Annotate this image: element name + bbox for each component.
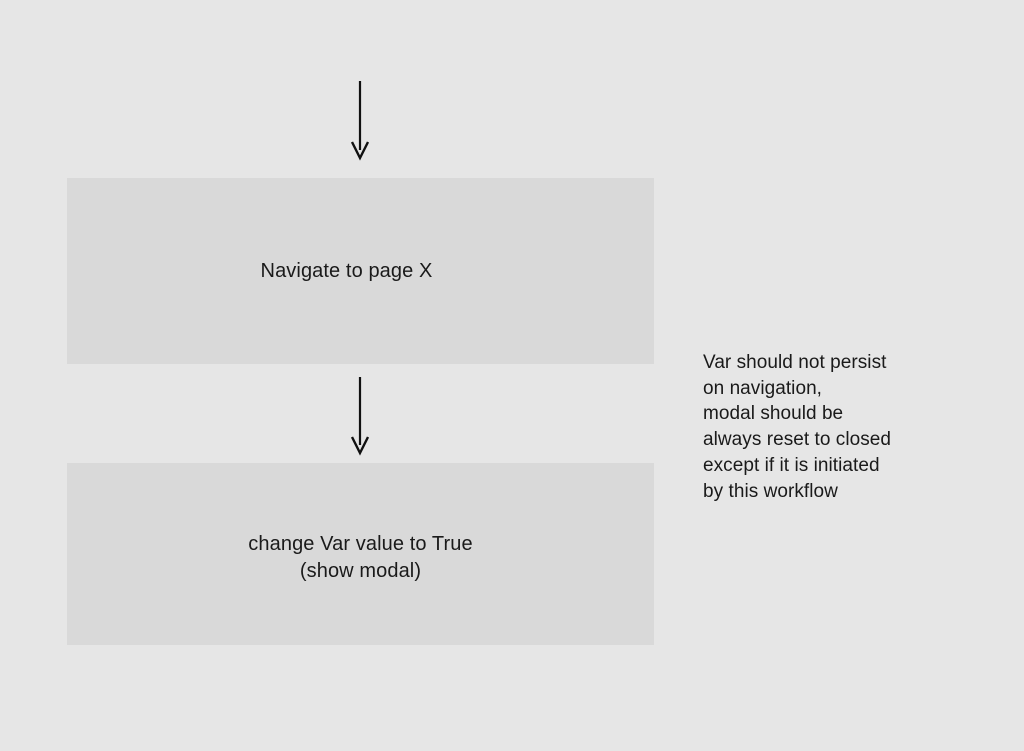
arrow-down-icon: [344, 376, 376, 456]
arrow-down-icon: [344, 80, 376, 162]
flow-node-change-var[interactable]: change Var value to True (show modal): [67, 463, 654, 645]
flow-node-navigate-label: Navigate to page X: [260, 259, 433, 282]
flow-node-change-var-label: change Var value to True (show modal): [248, 533, 473, 582]
annotation-note: Var should not persist on navigation, mo…: [703, 352, 892, 502]
flow-node-navigate[interactable]: Navigate to page X: [67, 178, 654, 364]
